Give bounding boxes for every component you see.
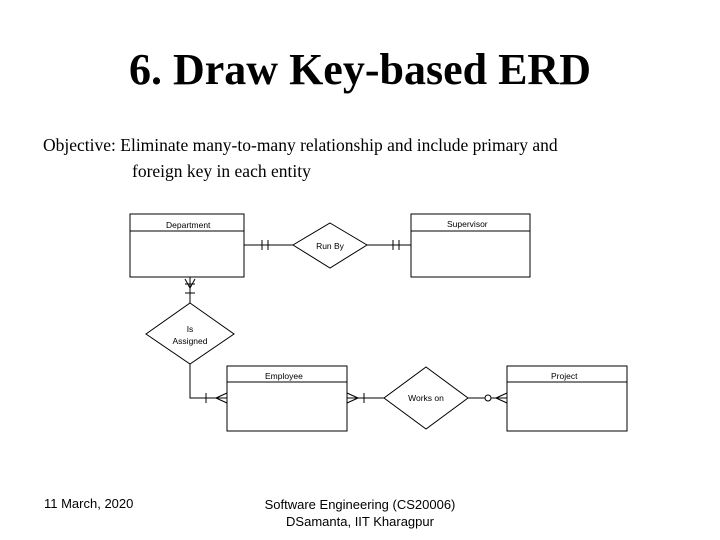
objective-line-2: foreign key in each entity — [132, 161, 311, 181]
entity-label-department: Department — [166, 220, 211, 230]
relationship-run-by — [292, 222, 368, 269]
footer-course: Software Engineering (CS20006) — [264, 497, 456, 512]
slide-title: 6. Draw Key-based ERD — [129, 45, 591, 94]
relationship-label-works-on: Works on — [408, 393, 444, 403]
relationship-label-assigned: Assigned — [173, 336, 208, 346]
entity-label-supervisor: Supervisor — [447, 219, 488, 229]
objective-text: Objective: Eliminate many-to-many relati… — [43, 132, 683, 184]
entity-label-project: Project — [551, 371, 578, 381]
relationship-label-is: Is — [187, 324, 194, 334]
footer-credits: Software Engineering (CS20006) DSamanta,… — [210, 496, 510, 530]
objective-line-1: Objective: Eliminate many-to-many relati… — [43, 135, 558, 155]
relationship-works-on — [383, 366, 469, 430]
entity-label-employee: Employee — [265, 371, 303, 381]
footer-author: DSamanta, IIT Kharagpur — [286, 514, 434, 529]
relationship-label-run-by: Run By — [316, 241, 345, 251]
connector-isassigned-employee — [189, 364, 227, 399]
footer-date: 11 March, 2020 — [44, 496, 134, 511]
